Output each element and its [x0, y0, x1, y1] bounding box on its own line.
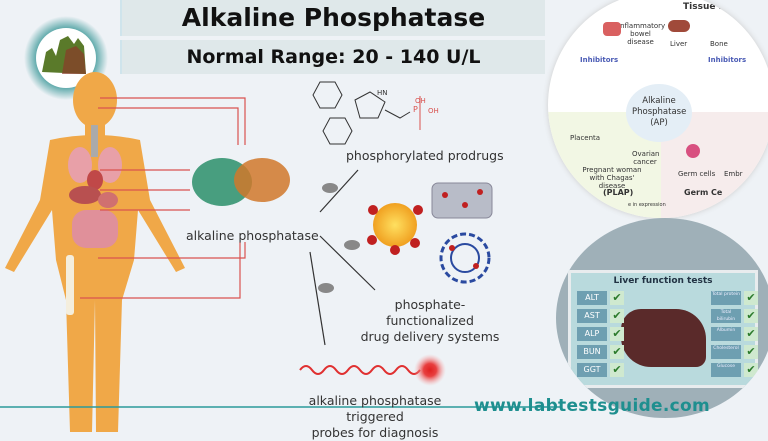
check-icon: ✔	[744, 309, 758, 323]
delivery-label-line2: drug delivery systems	[360, 329, 500, 344]
test-albumin: Albumin	[711, 327, 741, 341]
svg-text:P: P	[413, 105, 418, 114]
range-banner: Normal Range: 20 - 140 U/L	[120, 40, 545, 74]
test-bun: BUN	[577, 345, 607, 359]
liver-illustration	[621, 309, 706, 367]
body-diagram: HN P OH OH	[0, 16, 560, 432]
probes-label: alkaline phosphatase triggered probes fo…	[285, 393, 465, 441]
check-icon: ✔	[744, 345, 758, 359]
lft-screen: Liver function tests ALT AST ALP BUN GGT…	[568, 270, 758, 388]
pointer-lines	[80, 97, 246, 299]
human-body	[5, 72, 185, 432]
polymer-network	[439, 232, 491, 284]
check-icon: ✔	[610, 327, 624, 341]
handshake-icon	[318, 283, 334, 293]
liver-label: Liver	[670, 40, 688, 48]
ap-circle-graphic: Tissue n Inflammatory bowel disease Live…	[548, 0, 768, 218]
liver-icon	[668, 20, 690, 32]
hydrogel-cube	[431, 182, 493, 219]
embryo-label: Embr	[724, 170, 743, 178]
ovarian-label: Ovarian cancer	[632, 150, 660, 166]
test-ast: AST	[577, 309, 607, 323]
check-icon: ✔	[610, 309, 624, 323]
handshake-icons	[318, 183, 360, 293]
svg-text:OH: OH	[415, 97, 426, 105]
probe-wave	[299, 354, 446, 386]
inhibitors-label-left: Inhibitors	[580, 56, 619, 64]
test-total-bilirubin: Total bilirubin	[711, 309, 741, 323]
organs	[66, 125, 122, 315]
expression-note: e in expression	[628, 202, 666, 208]
test-alp: ALP	[577, 327, 607, 341]
prodrugs-label: phosphorylated prodrugs	[346, 148, 504, 163]
ibd-label: Inflammatory bowel disease	[618, 22, 666, 46]
bone-label: Bone	[710, 40, 728, 48]
tissue-label: Tissue n	[683, 2, 725, 12]
germ-label: Germ Ce	[684, 188, 723, 197]
test-ggt: GGT	[577, 363, 607, 377]
pregnant-label: Pregnant woman with Chagas' disease	[582, 166, 642, 190]
check-icon: ✔	[610, 363, 624, 377]
delivery-label-line1: phosphate-functionalized	[386, 297, 474, 328]
inhibitors-label-right: Inhibitors	[708, 56, 747, 64]
test-cholesterol: Cholesterol	[711, 345, 741, 359]
test-alt: ALT	[577, 291, 607, 305]
liver-function-tests-graphic: Liver function tests ALT AST ALP BUN GGT…	[556, 218, 768, 418]
page-title: Alkaline Phosphatase	[181, 3, 486, 32]
enzyme-label: alkaline phosphatase	[186, 228, 319, 243]
title-banner: Alkaline Phosphatase	[120, 0, 545, 36]
test-total-protein: Total protein	[711, 291, 741, 305]
normal-range: Normal Range: 20 - 140 U/L	[186, 46, 481, 68]
ap-center-label: Alkaline Phosphatase (AP)	[626, 84, 692, 142]
website-url[interactable]: www.labtestsguide.com	[474, 396, 710, 416]
delivery-label: phosphate-functionalized drug delivery s…	[355, 297, 505, 345]
plap-label: (PLAP)	[603, 188, 634, 197]
check-icon: ✔	[744, 327, 758, 341]
connector-lines	[309, 169, 376, 346]
probes-label-line2: probes for diagnosis	[311, 425, 439, 440]
probes-label-line1: alkaline phosphatase triggered	[308, 393, 442, 424]
check-icon: ✔	[744, 363, 758, 377]
check-icon: ✔	[610, 291, 624, 305]
intestine-icon	[603, 22, 621, 36]
germ-cell-icon	[686, 144, 700, 158]
prodrug-molecule: HN P OH OH	[312, 81, 439, 145]
svg-text:HN: HN	[377, 89, 388, 97]
lft-title: Liver function tests	[613, 276, 713, 286]
check-icon: ✔	[610, 345, 624, 359]
germ-cells-label: Germ cells	[678, 170, 716, 178]
svg-text:OH: OH	[428, 107, 439, 115]
enzyme-structure	[192, 158, 290, 206]
check-icon: ✔	[744, 291, 758, 305]
handshake-icon	[344, 240, 360, 250]
handshake-icon	[322, 183, 338, 193]
placenta-label: Placenta	[570, 134, 601, 142]
test-glucose: Glucose	[711, 363, 741, 377]
nanoparticle	[367, 203, 423, 255]
